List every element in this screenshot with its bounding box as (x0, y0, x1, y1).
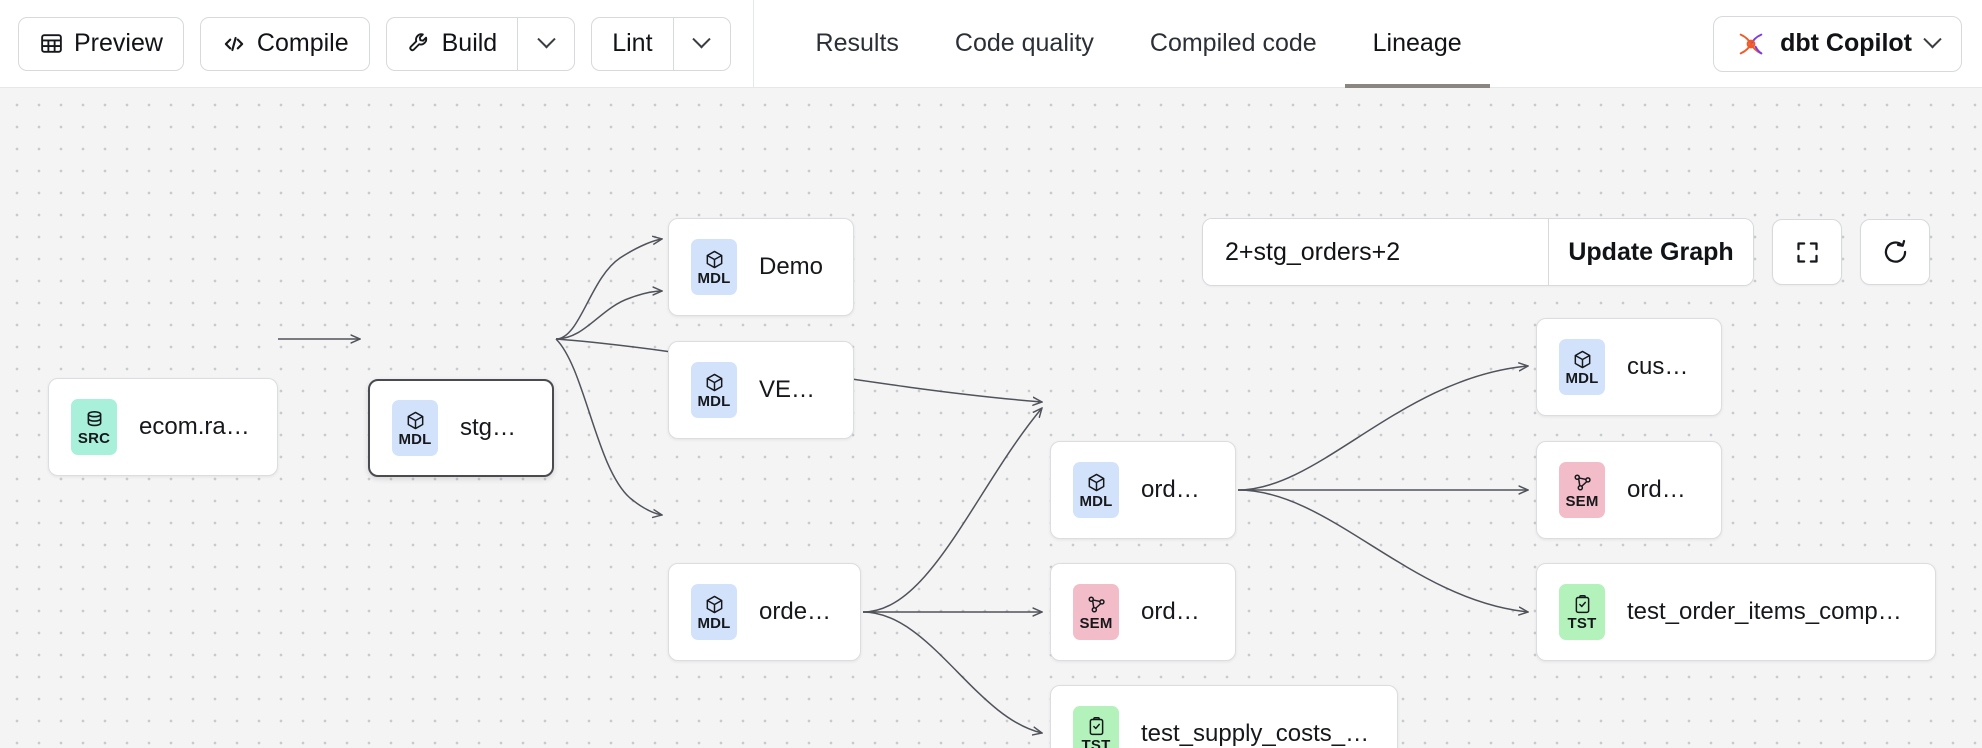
tab-bar: Results Code quality Compiled code Linea… (788, 0, 1490, 88)
toolbar-divider (752, 0, 754, 88)
chevron-down-icon (1923, 30, 1942, 49)
node-type-text: TST (1081, 736, 1111, 748)
build-split-button: Build (385, 16, 576, 71)
chevron-down-icon (692, 30, 711, 49)
node-label: order_items (759, 598, 860, 625)
lint-label: Lint (612, 29, 653, 57)
lineage-node-orders_mdl[interactable]: MDL orders (1050, 441, 1236, 539)
lineage-node-ve_demo[interactable]: MDL VE_Demo (668, 341, 854, 439)
dbt-copilot-label: dbt Copilot (1780, 29, 1912, 57)
node-type-text: MDL (697, 614, 731, 632)
semantic-graph-icon (1086, 594, 1107, 615)
node-label: stg_orders (460, 414, 552, 441)
node-label: order_item (1141, 598, 1235, 625)
cube-icon (704, 372, 725, 393)
update-graph-button[interactable]: Update Graph (1548, 219, 1753, 285)
build-dropdown-button[interactable] (517, 16, 576, 71)
lineage-node-order_item_sem[interactable]: SEM order_item (1050, 563, 1236, 661)
cube-icon (704, 249, 725, 270)
node-label: test_supply_costs_sum_correctly (1141, 720, 1397, 747)
build-label: Build (441, 29, 498, 57)
tab-results-label: Results (815, 29, 899, 57)
top-toolbar: Preview Compile Build (0, 0, 1982, 88)
cube-icon (1086, 472, 1107, 493)
cube-icon (704, 594, 725, 615)
fullscreen-button[interactable] (1772, 219, 1842, 285)
node-type-badge-src: SRC (71, 399, 117, 455)
build-button[interactable]: Build (385, 16, 518, 71)
lineage-node-test_order_items[interactable]: TST test_order_items_compute_to_bools_c..… (1536, 563, 1936, 661)
node-type-badge-sem: SEM (1559, 462, 1605, 518)
lineage-node-ecom_raw_orders[interactable]: SRC ecom.raw_orders (48, 378, 278, 476)
tab-lineage[interactable]: Lineage (1344, 0, 1490, 88)
semantic-graph-icon (1572, 472, 1593, 493)
tab-code-quality[interactable]: Code quality (927, 0, 1122, 88)
preview-button[interactable]: Preview (18, 16, 184, 71)
refresh-button[interactable] (1860, 219, 1930, 285)
node-label: orders (1627, 476, 1696, 503)
cube-icon (1572, 349, 1593, 370)
node-label: VE_Demo (759, 376, 853, 403)
tab-results[interactable]: Results (788, 0, 927, 88)
code-brackets-icon (221, 31, 247, 57)
lineage-node-test_supply_costs[interactable]: TST test_supply_costs_sum_correctly (1050, 685, 1398, 748)
dbt-copilot-icon (1736, 29, 1766, 59)
lineage-node-demo[interactable]: MDL Demo (668, 218, 854, 316)
node-type-text: MDL (1079, 492, 1113, 510)
node-type-text: MDL (1565, 369, 1599, 387)
node-type-badge-tst: TST (1559, 584, 1605, 640)
node-type-badge-sem: SEM (1073, 584, 1119, 640)
node-type-text: SRC (77, 429, 111, 447)
node-type-badge-mdl: MDL (691, 362, 737, 418)
node-label: Demo (759, 253, 824, 280)
node-label: orders (1141, 476, 1210, 503)
node-type-text: MDL (398, 430, 432, 448)
node-type-text: TST (1567, 614, 1597, 632)
chevron-down-icon (537, 30, 556, 49)
dbt-copilot-button[interactable]: dbt Copilot (1713, 15, 1962, 72)
update-graph-label: Update Graph (1568, 237, 1734, 266)
node-type-badge-mdl: MDL (1559, 339, 1605, 395)
compile-label: Compile (256, 29, 349, 57)
wrench-icon (407, 31, 432, 56)
lineage-node-customers[interactable]: MDL customers (1536, 318, 1722, 416)
clipboard-check-icon (1086, 716, 1107, 737)
lineage-node-order_items[interactable]: MDL order_items (668, 563, 861, 661)
lineage-node-orders_sem[interactable]: SEM orders (1536, 441, 1722, 539)
tab-compiled-code[interactable]: Compiled code (1122, 0, 1345, 88)
node-label: customers (1627, 353, 1721, 380)
graph-selector-input[interactable] (1203, 219, 1548, 285)
node-type-text: MDL (697, 269, 731, 287)
node-type-badge-mdl: MDL (691, 584, 737, 640)
lineage-node-stg_orders[interactable]: MDL stg_orders (368, 379, 554, 477)
database-icon (84, 409, 105, 430)
tab-compiled-code-label: Compiled code (1149, 29, 1317, 57)
fullscreen-icon (1794, 239, 1821, 266)
lint-dropdown-button[interactable] (672, 16, 731, 71)
cube-icon (405, 410, 426, 431)
node-type-badge-mdl: MDL (691, 239, 737, 295)
compile-button[interactable]: Compile (199, 16, 370, 71)
toolbar-button-group: Preview Compile Build (0, 0, 731, 87)
tab-lineage-label: Lineage (1372, 29, 1462, 57)
toolbar-right-group: dbt Copilot (1713, 15, 1982, 72)
node-label: ecom.raw_orders (139, 413, 277, 440)
node-type-badge-mdl: MDL (1073, 462, 1119, 518)
node-type-text: MDL (697, 392, 731, 410)
clipboard-check-icon (1572, 594, 1593, 615)
refresh-icon (1882, 239, 1909, 266)
node-type-badge-tst: TST (1073, 706, 1119, 748)
preview-label: Preview (74, 29, 163, 57)
tab-code-quality-label: Code quality (954, 29, 1094, 57)
lint-button[interactable]: Lint (591, 16, 673, 71)
node-type-badge-mdl: MDL (392, 400, 438, 456)
graph-controls: Update Graph (1202, 218, 1930, 286)
lint-split-button: Lint (591, 16, 731, 71)
selector-group: Update Graph (1202, 218, 1754, 286)
table-icon (39, 31, 64, 56)
node-label: test_order_items_compute_to_bools_c... (1627, 598, 1935, 625)
node-type-text: SEM (1079, 614, 1113, 632)
node-type-text: SEM (1565, 492, 1599, 510)
